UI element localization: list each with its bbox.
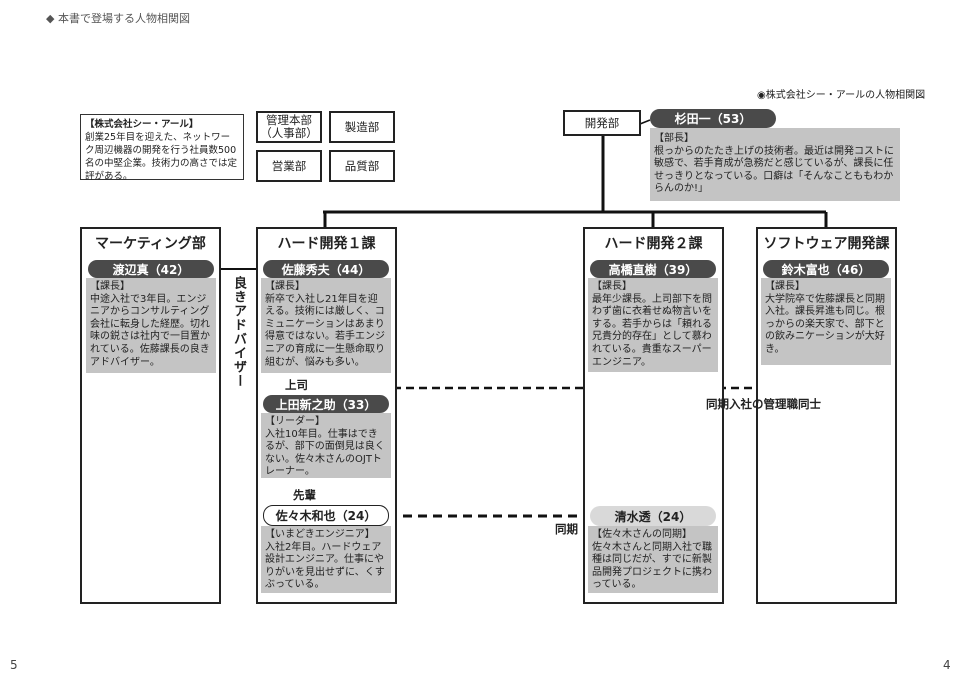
person-sato-desc: 【課長】 新卒で入社し21年目を迎える。技術には厳しく、コミュニケーションはあま… <box>261 278 391 373</box>
page-number-left: 5 <box>10 658 18 672</box>
company-info-box: 【株式会社シー・アール】 創業25年目を迎えた、ネットワーク周辺機器の開発を行う… <box>80 114 244 182</box>
company-title: 【株式会社シー・アール】 <box>85 119 199 130</box>
person-watanabe-role: 【課長】 <box>90 281 130 292</box>
person-sugita-role: 【部長】 <box>654 133 694 144</box>
person-watanabe-text: 中途入社で3年目。エンジニアからコンサルティング会社に転身した経歴。切れ味の鋭さ… <box>90 293 210 368</box>
person-shimizu-text: 佐々木さんと同期入社で職種は同じだが、すでに新製品開発プロジェクトに携わっている… <box>592 541 712 591</box>
person-sato-name: 佐藤秀夫（44） <box>263 260 389 278</box>
relation-same-year-label: 同期 <box>555 522 578 536</box>
person-sasaki-name: 佐々木和也（24） <box>263 505 389 526</box>
section-hard2-title: ハード開発２課 <box>604 236 703 252</box>
dept-development: 開発部 <box>563 110 641 136</box>
person-watanabe-name: 渡辺真（42） <box>88 260 214 278</box>
dept-sales: 営業部 <box>256 150 322 182</box>
person-shimizu-role: 【佐々木さんの同期】 <box>592 529 692 540</box>
person-suzuki-name: 鈴木富也（46） <box>763 260 889 278</box>
person-sasaki-text: 入社2年目。ハードウェア設計エンジニア。仕事にやりがいを見出せずに、くすぶってい… <box>265 541 385 591</box>
person-suzuki-role: 【課長】 <box>765 281 805 292</box>
person-ueda-text: 入社10年目。仕事はできるが、部下の面倒見は良くない。佐々木さんのOJTトレーナ… <box>265 428 385 478</box>
person-sasaki-role: 【いまどきエンジニア】 <box>265 529 375 540</box>
page-header: ◆ 本書で登場する人物相関図 <box>46 12 190 25</box>
person-watanabe-desc: 【課長】 中途入社で3年目。エンジニアからコンサルティング会社に転身した経歴。切… <box>86 278 216 373</box>
diagram-subtitle: ◉株式会社シー・アールの人物相関図 <box>757 90 926 101</box>
dept-manufacturing: 製造部 <box>329 111 395 143</box>
person-shimizu-desc: 【佐々木さんの同期】 佐々木さんと同期入社で職種は同じだが、すでに新製品開発プロ… <box>588 526 718 593</box>
relation-senior-label: 先輩 <box>293 488 316 502</box>
person-sasaki-desc: 【いまどきエンジニア】 入社2年目。ハードウェア設計エンジニア。仕事にやりがいを… <box>261 526 391 593</box>
person-takahashi-text: 最年少課長。上司部下を問わず歯に衣着せぬ物言いをする。若手からは「頼れる兄貴分的… <box>592 293 712 368</box>
section-hard1-title: ハード開発１課 <box>277 236 376 252</box>
person-sugita-name: 杉田一（53） <box>650 109 776 128</box>
person-sugita-text: 根っからのたたき上げの技術者。最近は開発コストに敏感で、若手育成が急務だと感じて… <box>654 145 894 195</box>
person-shimizu-name: 清水透（24） <box>590 506 716 526</box>
person-suzuki-text: 大学院卒で佐藤課長と同期入社。課長昇進も同じ。根っからの楽天家で、部下との飲みニ… <box>765 293 885 355</box>
person-ueda-role: 【リーダー】 <box>265 416 325 427</box>
person-takahashi-role: 【課長】 <box>592 281 632 292</box>
person-suzuki-desc: 【課長】 大学院卒で佐藤課長と同期入社。課長昇進も同じ。根っからの楽天家で、部下… <box>761 278 891 365</box>
dept-admin: 管理本部（人事部） <box>256 111 322 143</box>
relation-peers-label: 同期入社の管理職同士 <box>706 397 821 411</box>
person-ueda-desc: 【リーダー】 入社10年目。仕事はできるが、部下の面倒見は良くない。佐々木さんの… <box>261 413 391 478</box>
company-text: 創業25年目を迎えた、ネットワーク周辺機器の開発を行う社員数500名の中堅企業。… <box>85 132 238 182</box>
dept-quality: 品質部 <box>329 150 395 182</box>
person-sato-role: 【課長】 <box>265 281 305 292</box>
relation-advisor-label: 良きアドバイザー <box>231 276 246 388</box>
person-takahashi-desc: 【課長】 最年少課長。上司部下を問わず歯に衣着せぬ物言いをする。若手からは「頼れ… <box>588 278 718 372</box>
section-marketing-title: マーケティング部 <box>95 236 206 252</box>
person-ueda-name: 上田新之助（33） <box>263 395 389 413</box>
person-takahashi-name: 高橋直樹（39） <box>590 260 716 278</box>
section-software-title: ソフトウェア開発課 <box>763 236 890 252</box>
person-sugita-desc: 【部長】 根っからのたたき上げの技術者。最近は開発コストに敏感で、若手育成が急務… <box>650 128 900 201</box>
relation-boss-label: 上司 <box>285 378 308 392</box>
page-number-right: 4 <box>943 658 951 672</box>
person-sato-text: 新卒で入社し21年目を迎える。技術には厳しく、コミュニケーションはあまり得意では… <box>265 293 385 368</box>
